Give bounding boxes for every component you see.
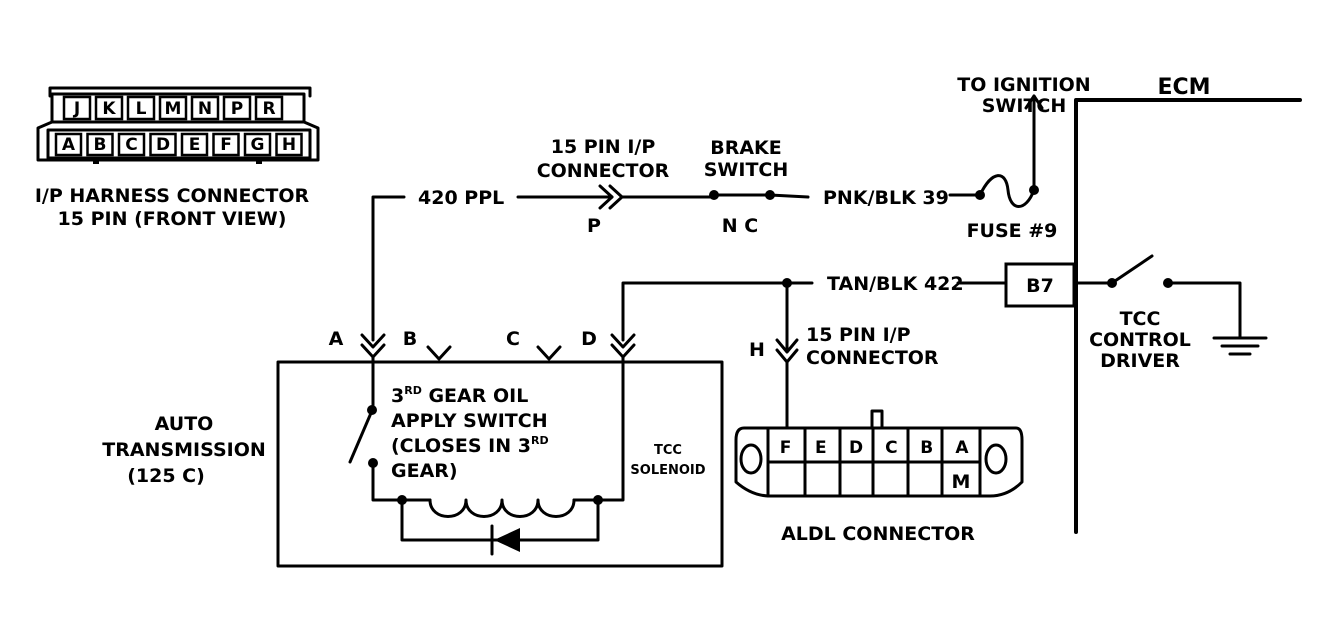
harness-bottom-pin-d: D [156, 135, 170, 155]
trans-pin-c-chevron [536, 345, 562, 361]
harness-top-pin-l: L [136, 99, 147, 119]
harness-bottom-pin-h: H [282, 135, 296, 155]
gear-switch-line1: 3RD GEAR OIL [391, 384, 528, 407]
transmission-line1: AUTO [155, 413, 214, 435]
transmission-box [276, 360, 724, 568]
harness-connector [36, 86, 320, 164]
harness-subtitle: 15 PIN (FRONT VIEW) [58, 208, 287, 230]
harness-bottom-pin-e: E [189, 135, 201, 155]
harness-bottom-pin-a: A [62, 135, 76, 155]
brake-switch-state: N C [722, 215, 758, 237]
gear-oil-apply-switch [348, 355, 404, 502]
harness-top-cell-k [94, 95, 124, 121]
solenoid-line2: SOLENOID [630, 463, 705, 478]
harness-bottom-cell-a [54, 132, 83, 157]
ignition-line2: SWITCH [982, 95, 1067, 117]
trans-pin-b-label: B [403, 328, 417, 350]
harness-bottom-pin-g: G [251, 135, 265, 155]
harness-top-pin-k: K [102, 99, 116, 119]
harness-top-pin-m: M [165, 99, 182, 119]
harness-top-pin-j: J [73, 99, 80, 119]
aldl-pin-e: E [815, 438, 827, 458]
gear-switch-line2: APPLY SWITCH [391, 410, 548, 432]
wire-420-ppl-label: 420 PPL [418, 187, 504, 209]
fuse-label: FUSE #9 [967, 220, 1058, 242]
ip-connector-top-line2: CONNECTOR [537, 160, 670, 182]
aldl-pin-d: D [849, 438, 863, 458]
harness-top-pin-p: P [231, 99, 243, 119]
tcc-driver-line2: CONTROL [1089, 329, 1191, 351]
ip-connector-top-pin: P [587, 215, 601, 237]
harness-top-cell-j [62, 95, 92, 121]
wire-tan-blk-label: TAN/BLK 422 [827, 273, 964, 295]
wire-tan-blk-run [621, 281, 814, 342]
harness-bottom-pin-b: B [94, 135, 107, 155]
tcc-driver-line1: TCC [1120, 308, 1161, 330]
diode-symbol [490, 524, 520, 556]
ip-connector-h-line1: 15 PIN I/P [806, 324, 911, 346]
ecm-terminal-label: B7 [1026, 275, 1054, 297]
harness-top-cell-n [190, 95, 220, 121]
trans-pin-a-label: A [329, 328, 344, 350]
aldl-pin-f: F [780, 438, 792, 458]
harness-title: I/P HARNESS CONNECTOR [35, 185, 310, 207]
harness-top-cell-l [126, 95, 156, 121]
gear-switch-line4: GEAR) [391, 460, 458, 482]
aldl-connector [734, 409, 1024, 498]
harness-top-cell-p [222, 95, 252, 121]
harness-bottom-pin-f: F [220, 135, 232, 155]
aldl-label: ALDL CONNECTOR [781, 523, 975, 545]
harness-bottom-cell-h [275, 132, 303, 157]
ground-symbol [1212, 336, 1268, 356]
trans-pin-d-label: D [581, 328, 597, 350]
harness-top-cell-r [254, 95, 284, 121]
tcc-driver-switch [1074, 254, 1242, 340]
brake-switch-line2: SWITCH [704, 159, 789, 181]
harness-bottom-cell-b [86, 132, 114, 157]
harness-bottom-cell-c [117, 132, 146, 157]
harness-bottom-cell-d [149, 132, 177, 157]
harness-bottom-cell-f [212, 132, 240, 157]
harness-top-pin-r: R [262, 99, 275, 119]
ip-connector-h-line2: CONNECTOR [806, 347, 939, 369]
aldl-pin-a: A [955, 438, 969, 458]
harness-bottom-cell-g [243, 132, 272, 157]
harness-top-pin-n: N [198, 99, 212, 119]
ip-connector-h-pin: H [749, 339, 765, 361]
wire-pnk-blk-label: PNK/BLK 39 [823, 187, 949, 209]
aldl-pin-b: B [920, 438, 933, 458]
ecm-label: ECM [1157, 75, 1210, 100]
harness-bottom-pin-c: C [125, 135, 137, 155]
aldl-pin-m: M [952, 471, 971, 493]
wire-420-ppl-drop [371, 195, 406, 342]
brake-switch-line1: BRAKE [710, 137, 782, 159]
gear-switch-line3: (CLOSES IN 3RD [391, 434, 549, 457]
harness-bottom-cell-e [180, 132, 209, 157]
ecm-boundary [1074, 98, 1302, 534]
ignition-line1: TO IGNITION [957, 74, 1090, 96]
fuse-symbol [975, 94, 1044, 208]
solenoid-line1: TCC [654, 443, 682, 458]
trans-pin-c-label: C [506, 328, 520, 350]
ip-connector-top-line1: 15 PIN I/P [551, 136, 656, 158]
transmission-line2: TRANSMISSION [102, 439, 266, 461]
aldl-pin-c: C [885, 438, 897, 458]
trans-pin-b-chevron [426, 345, 452, 361]
ecm-terminal-box [1004, 262, 1076, 308]
tcc-driver-line3: DRIVER [1100, 350, 1180, 372]
transmission-line3: (125 C) [127, 465, 205, 487]
harness-top-cell-m [158, 95, 188, 121]
brake-switch [709, 190, 810, 200]
